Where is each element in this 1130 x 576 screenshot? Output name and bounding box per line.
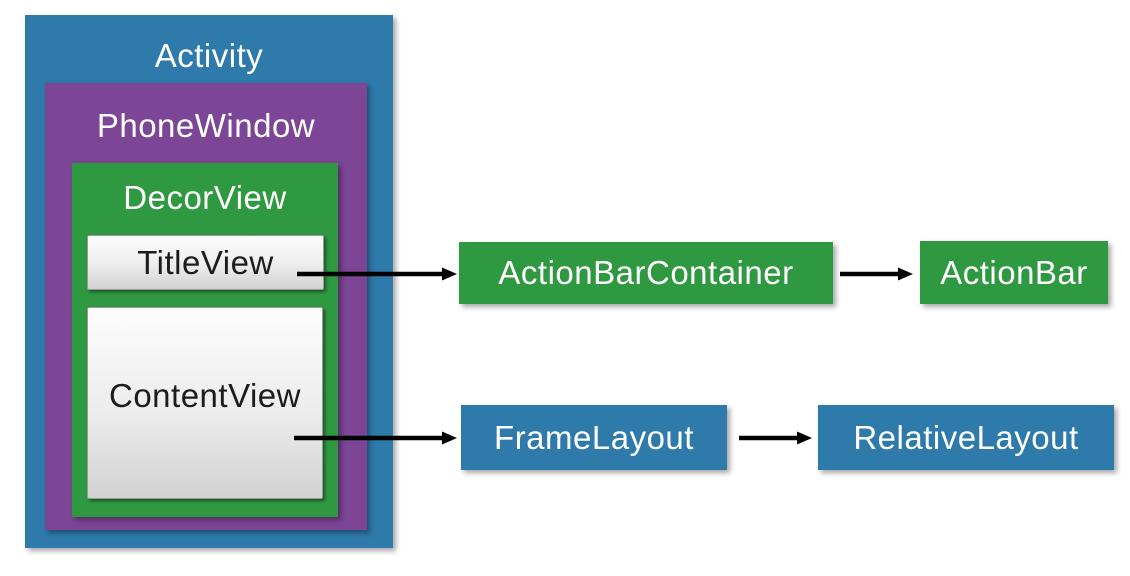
actionbarcontainer-box: ActionBarContainer [459,242,833,304]
phonewindow-box: PhoneWindow DecorView TitleView ContentV… [45,83,367,530]
contentview-box: ContentView [87,307,323,499]
phonewindow-label: PhoneWindow [96,107,316,144]
decorview-box: DecorView TitleView ContentView [72,163,338,517]
actionbar-label: ActionBar [940,253,1088,291]
relativelayout-label: RelativeLayout [853,418,1079,456]
framelayout-box: FrameLayout [461,405,727,470]
activity-box: Activity PhoneWindow DecorView TitleView… [25,15,393,548]
activity-label: Activity [154,37,264,74]
contentview-label: ContentView [108,377,301,414]
titleview-box: TitleView [87,235,324,290]
framelayout-label: FrameLayout [494,418,694,456]
decorview-label: DecorView [123,179,287,216]
titleview-label: TitleView [137,243,274,281]
relativelayout-box: RelativeLayout [818,405,1114,470]
actionbarcontainer-label: ActionBarContainer [498,254,794,291]
actionbar-box: ActionBar [920,241,1108,304]
